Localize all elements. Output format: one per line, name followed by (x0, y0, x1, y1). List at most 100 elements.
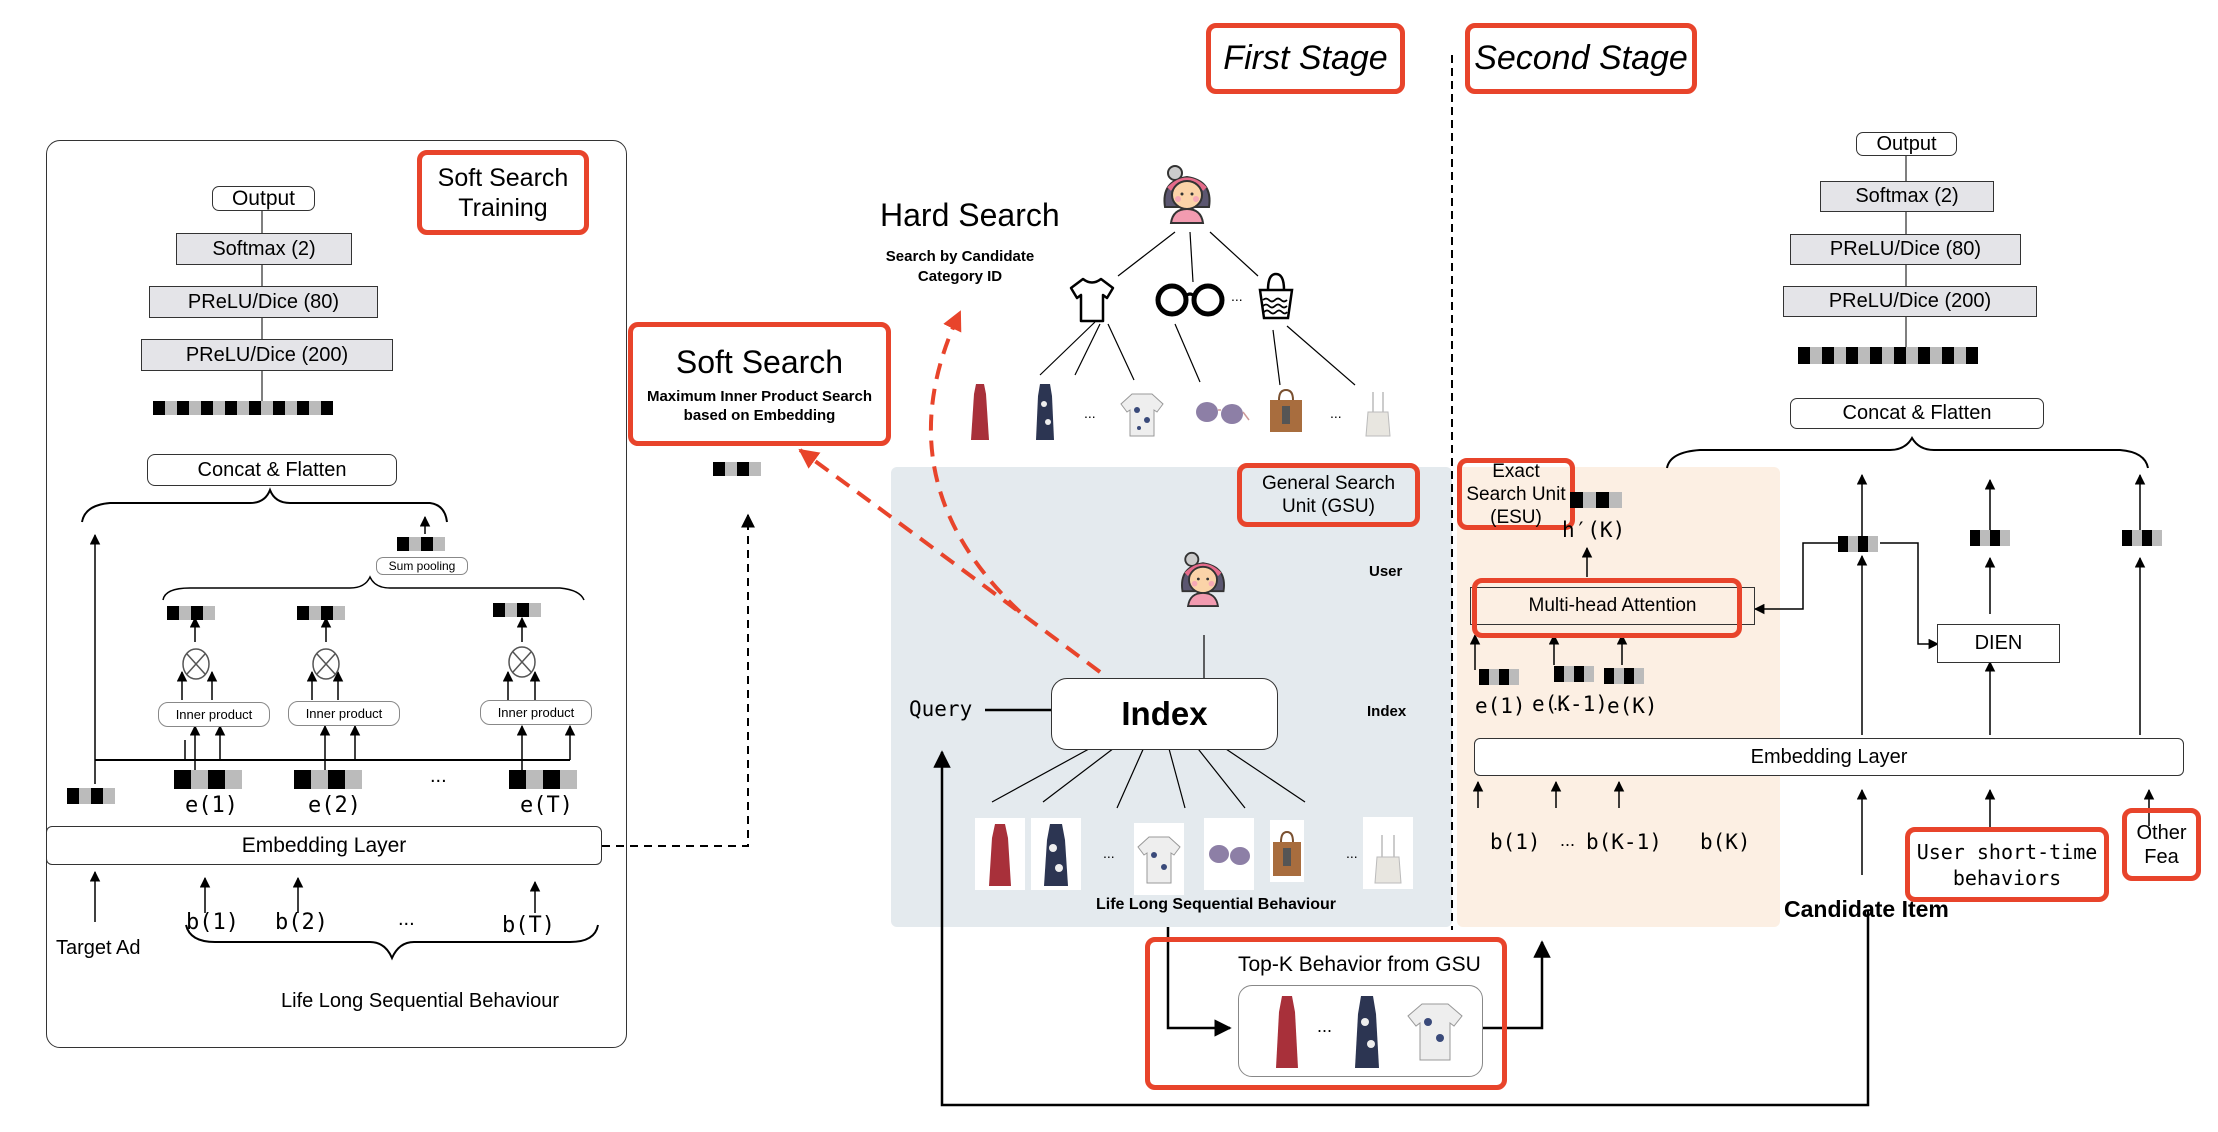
ellipsis: ... (1560, 830, 1576, 850)
embedding-label: e(2) (308, 793, 361, 818)
behaviour-thumbnail (1134, 823, 1184, 895)
gsu-label: General Search Unit (GSU) (1237, 463, 1420, 527)
behaviour-thumbnail (1031, 818, 1081, 890)
behavior-label: b(2) (275, 910, 328, 935)
topk-red-dress (1276, 996, 1298, 1068)
esu-embedding-vector (1479, 669, 1519, 685)
esu-behavior-label: b(K-1) (1586, 830, 1662, 854)
ellipsis: ... (1231, 288, 1243, 304)
sum-pooling-node: Sum pooling (376, 557, 468, 575)
embedding-label: e(T) (520, 793, 573, 818)
sunglasses-thumbnail (1196, 402, 1250, 424)
sunglasses-icon (1155, 283, 1225, 317)
hard-search-subtitle: Search by Candidate Category ID (885, 248, 1035, 285)
attention-output-vector (1570, 492, 1622, 508)
soft-search-training-label: Soft Search Training (417, 150, 589, 235)
inner-product-node: Inner product (480, 700, 592, 725)
white-bag-thumbnail (1365, 392, 1391, 437)
prelu80-layer-left: PReLU/Dice (80) (149, 286, 378, 318)
weighted-vector (297, 606, 345, 620)
esu-embedding-label: e(K) (1607, 694, 1658, 718)
behaviour-thumbnail (1270, 820, 1304, 882)
prelu200-layer-right: PReLU/Dice (200) (1783, 286, 2037, 317)
second-stage-label: Second Stage (1465, 23, 1697, 94)
index-box: Index (1051, 678, 1278, 750)
attention-highlight (1472, 578, 1742, 638)
brown-bag-thumbnail (1270, 388, 1302, 432)
target-ad-label: Target Ad (56, 937, 141, 959)
shirt-thumbnail (1120, 393, 1164, 437)
esu-embedding-vector (1604, 668, 1644, 684)
esu-behavior-label: b(K) (1700, 830, 1751, 854)
prelu80-layer-right: PReLU/Dice (80) (1790, 234, 2021, 265)
tshirt-icon (1069, 277, 1115, 323)
soft-search-subtitle: Maximum Inner Product Search based on Em… (646, 387, 873, 424)
ellipsis: ... (1103, 845, 1115, 861)
hard-search-title: Hard Search (880, 197, 1060, 233)
user-avatar-icon (1181, 551, 1225, 607)
topk-title: Top-K Behavior from GSU (1238, 953, 1481, 976)
target-ad-vector (67, 788, 115, 804)
softmax-layer-left: Softmax (2) (176, 233, 352, 265)
soft-search-vector (713, 462, 761, 476)
topk-items-container: ... (1238, 985, 1483, 1077)
first-stage-label: First Stage (1206, 23, 1405, 94)
esu-region (1457, 467, 1780, 927)
esu-embedding-label: e(K-1) (1532, 692, 1608, 716)
ellipsis: ... (1346, 845, 1358, 861)
output-node-right: Output (1856, 132, 1957, 156)
prelu200-layer-left: PReLU/Dice (200) (141, 339, 393, 371)
flatten-vector-right (1798, 347, 1978, 364)
behavior-label: b(T) (502, 913, 555, 938)
multi-head-attention-box: Multi-head Attention (1470, 587, 1755, 625)
weighted-vector (167, 606, 215, 620)
query-label: Query (909, 697, 973, 721)
ellipsis: ... (1084, 405, 1096, 421)
gsu-index-label: Index (1367, 703, 1407, 720)
embedding-vector (174, 770, 242, 789)
other-fea-vector (2122, 530, 2162, 546)
dien-output-vector (1970, 530, 2010, 546)
embedding-vector (509, 770, 577, 789)
flatten-vector-left (153, 401, 333, 420)
topk-floral-dress (1355, 996, 1379, 1068)
candidate-item-vector (1838, 536, 1878, 552)
embedding-layer-left: Embedding Layer (46, 826, 602, 865)
esu-embedding-vector (1554, 666, 1594, 682)
ellipsis: ... (1317, 1016, 1333, 1036)
other-fea: Other Fea (2122, 808, 2201, 881)
inner-product-node: Inner product (288, 701, 400, 726)
embedding-vector (294, 770, 362, 789)
ellipsis: ... (430, 765, 447, 787)
h-prime-k-label: h′(K) (1562, 518, 1626, 542)
user-avatar-icon (1163, 165, 1211, 224)
output-node-left: Output (212, 186, 315, 211)
esu-label: Exact Search Unit (ESU) (1457, 458, 1575, 530)
embedding-label: e(1) (185, 793, 238, 818)
concat-flatten-right: Concat & Flatten (1790, 398, 2044, 429)
pooled-vector (397, 537, 445, 551)
softmax-layer-right: Softmax (2) (1820, 181, 1994, 212)
candidate-item-label: Candidate Item (1784, 896, 1949, 922)
topk-shirt (1407, 1003, 1463, 1061)
weighted-vector (493, 603, 541, 617)
gsu-behaviour-label: Life Long Sequential Behaviour (1096, 896, 1337, 913)
user-short-time-behaviors: User short-time behaviors (1905, 827, 2109, 902)
soft-search-box: Soft Search Maximum Inner Product Search… (628, 322, 891, 446)
behavior-label: b(1) (186, 910, 239, 935)
ellipsis: ... (1553, 694, 1569, 714)
red-dress-thumbnail (971, 384, 989, 440)
topk-box (1145, 937, 1507, 1090)
gsu-user-label: User (1369, 563, 1403, 580)
soft-search-training-panel (46, 140, 627, 1048)
concat-flatten-left: Concat & Flatten (147, 454, 397, 486)
behaviour-thumbnail (1363, 817, 1413, 889)
soft-search-title: Soft Search (675, 343, 844, 380)
esu-behavior-label: b(1) (1490, 830, 1541, 854)
behaviour-thumbnail (1204, 818, 1254, 890)
dien-box: DIEN (1937, 624, 2060, 663)
esu-embedding-label: e(1) (1475, 694, 1526, 718)
floral-dress-thumbnail (1036, 384, 1054, 440)
ellipsis: ... (398, 908, 415, 930)
